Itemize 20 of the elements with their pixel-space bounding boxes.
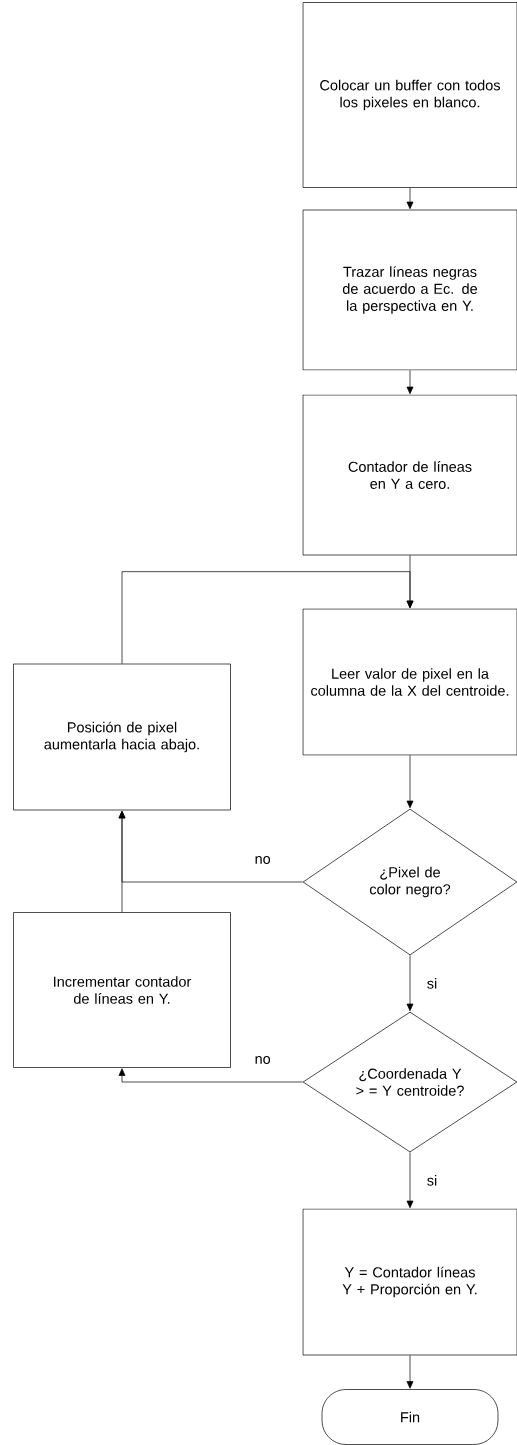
arrow: [406, 1152, 414, 1209]
arrow: [406, 1355, 414, 1389]
process-box: Leer valor de pixel en la columna de la X del centroide.: [302, 608, 517, 756]
process-box: Posición de pixel aumentarla hacia abajo.: [13, 663, 231, 811]
edge-label: si: [425, 977, 439, 990]
arrow: [406, 187, 414, 210]
arrow: [406, 755, 414, 809]
edge-label: no: [253, 855, 272, 865]
arrow: [118, 810, 126, 913]
arrow: [406, 955, 414, 1012]
process-box: Incrementar contador de líneas en Y.: [13, 912, 231, 1068]
process-box: Contador de líneas en Y a cero.: [302, 394, 517, 556]
process-box: Y = Contador líneas Y + Proporción en Y.: [302, 1208, 517, 1356]
process-box: Colocar un buffer con todos los pixeles en blanco.: [302, 2, 517, 188]
arrow: [118, 1068, 303, 1083]
arrow: [121, 571, 414, 664]
process-box: Trazar líneas negras de acuerdo a Ec. de la perspectiva en Y.: [302, 209, 517, 371]
edge-label: si: [425, 1174, 439, 1187]
arrow: [406, 370, 414, 395]
edge-label: no: [253, 1055, 272, 1065]
